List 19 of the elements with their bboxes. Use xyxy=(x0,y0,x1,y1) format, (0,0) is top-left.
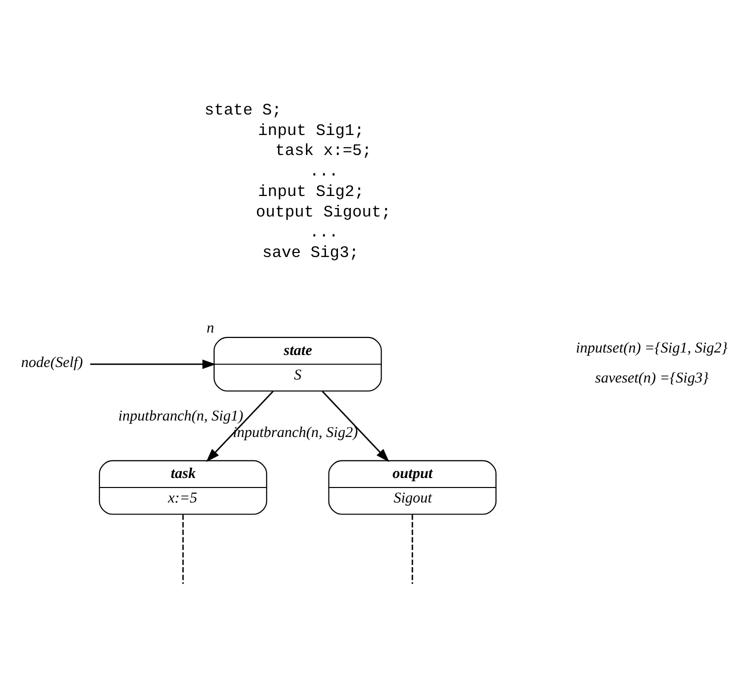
node-text: node(Self) xyxy=(21,354,83,371)
label: inputset(n) ={Sig1, Sig2} xyxy=(576,340,728,356)
label: output Sigout; xyxy=(256,202,391,221)
edge-label: inputbranch(n, Sig2) xyxy=(232,424,358,440)
connector xyxy=(182,514,184,584)
label: state S; xyxy=(204,101,282,120)
arrow xyxy=(322,390,390,462)
label: saveset(n) ={Sig3} xyxy=(595,370,708,386)
arrow xyxy=(90,359,216,368)
label: save Sig3; xyxy=(262,244,359,262)
label: ... xyxy=(310,162,338,180)
arrow xyxy=(206,390,274,462)
label: task x:=5; xyxy=(275,142,372,160)
connector xyxy=(412,514,414,584)
label: input Sig1; xyxy=(258,121,364,140)
node-label: n xyxy=(206,320,214,336)
label: input Sig2; xyxy=(258,182,364,200)
edge-label: inputbranch(n, Sig1) xyxy=(118,408,244,424)
label: ... xyxy=(310,223,338,242)
